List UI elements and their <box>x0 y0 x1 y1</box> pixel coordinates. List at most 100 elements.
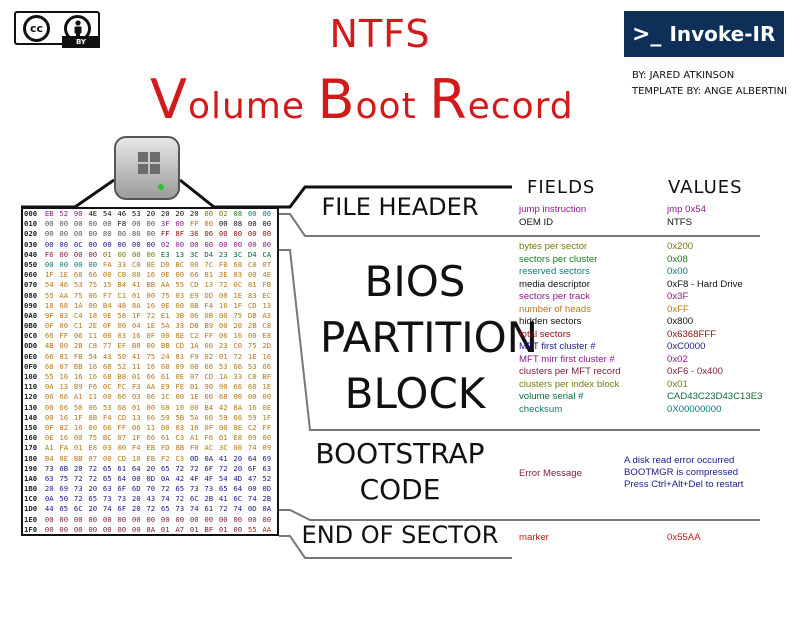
title-letter-b: B <box>317 68 356 131</box>
hex-byte: 4E <box>88 209 98 218</box>
hex-byte: 55 <box>44 372 54 381</box>
hex-byte: 6B <box>59 463 69 473</box>
hex-byte: 68 <box>233 259 243 269</box>
hex-byte: 46 <box>59 280 69 290</box>
hex-byte: 65 <box>59 504 69 514</box>
hex-byte: CA <box>262 249 272 259</box>
hex-byte: 18 <box>44 300 54 310</box>
hex-byte: 74 <box>233 504 243 514</box>
hex-byte: 90 <box>218 382 228 392</box>
hex-byte: 73 <box>204 484 214 494</box>
hex-byte: 23 <box>218 249 228 259</box>
hex-byte: 1F <box>73 412 83 422</box>
hex-byte: 72 <box>160 484 170 494</box>
hex-byte: 1A <box>218 372 228 381</box>
hex-byte: F0 <box>189 443 199 453</box>
hex-byte: 01 <box>131 290 141 300</box>
hex-byte: 07 <box>88 453 98 463</box>
hex-byte: 1F <box>233 300 243 310</box>
hex-byte: 09 <box>262 443 272 453</box>
hex-byte: 00 <box>44 239 54 249</box>
hex-byte: 00 <box>117 239 127 249</box>
hex-byte: 8A <box>146 524 156 534</box>
hex-byte: F6 <box>44 249 54 259</box>
hex-byte: 80 <box>131 229 141 239</box>
hex-byte: 16 <box>146 361 156 371</box>
hex-byte: 73 <box>73 484 83 494</box>
hex-byte: 33 <box>233 372 243 381</box>
error-line: BOOTMGR is compressed <box>624 467 739 478</box>
title-word-oot: oot <box>355 86 430 127</box>
hex-byte: 16 <box>59 412 69 422</box>
hex-byte: 66 <box>204 392 214 402</box>
hex-offset: 000 <box>24 209 38 218</box>
hex-byte: 00 <box>117 229 127 239</box>
drive-led-icon <box>158 184 164 190</box>
hex-byte: 00 <box>247 219 257 229</box>
hex-byte: 00 <box>189 239 199 249</box>
hex-byte: A1 <box>44 443 54 453</box>
hex-byte: 00 <box>204 209 214 218</box>
hex-byte: 8F <box>175 229 185 239</box>
hex-byte: 90 <box>204 382 214 392</box>
hex-byte: 66 <box>233 382 243 392</box>
hex-byte: C0 <box>233 341 243 351</box>
error-message-values: A disk read error occurred BOOTMGR is co… <box>624 455 743 491</box>
hex-byte: 8E <box>233 422 243 432</box>
hex-byte: E8 <box>88 443 98 453</box>
hex-byte: 4F <box>189 473 199 483</box>
hex-byte: 00 <box>247 392 257 402</box>
hex-byte: 00 <box>88 249 98 259</box>
field-name: total sectors <box>519 328 571 340</box>
hex-byte: E1 <box>160 310 170 320</box>
field-value: 0xC0000 <box>667 341 706 352</box>
hex-byte: 68 <box>160 361 170 371</box>
hex-byte: 00 <box>146 229 156 239</box>
hex-byte: 33 <box>117 259 127 269</box>
hex-byte: 2D <box>262 341 272 351</box>
hex-byte: BB <box>160 341 170 351</box>
hex-byte: 72 <box>88 463 98 473</box>
title-word-ecord: ecord <box>467 86 574 127</box>
hex-byte: 07 <box>189 372 199 381</box>
hex-byte: 1F <box>44 270 54 280</box>
hex-byte: 01 <box>218 433 228 443</box>
hex-byte: 01 <box>131 372 141 381</box>
hex-byte: F7 <box>102 290 112 300</box>
field-value: 0X00000000 <box>667 403 722 415</box>
field-name: sectors per cluster <box>519 253 598 265</box>
hex-byte: DB <box>189 321 199 331</box>
hex-offset: 170 <box>24 443 38 453</box>
hex-byte: 00 <box>233 239 243 249</box>
hex-byte: A1 <box>73 392 83 402</box>
hex-byte: E3 <box>160 249 170 259</box>
section-end-of-sector: END OF SECTOR <box>301 521 499 549</box>
hex-offset: 060 <box>24 270 38 280</box>
hex-byte: 16 <box>88 372 98 381</box>
hex-byte: 00 <box>189 514 199 524</box>
hex-byte: 20 <box>233 463 243 473</box>
hex-byte: 55 <box>44 290 54 300</box>
hex-byte: 72 <box>218 504 228 514</box>
hex-byte: 6C <box>189 494 199 504</box>
hex-byte: 64 <box>233 484 243 494</box>
hex-byte: 65 <box>160 463 170 473</box>
hex-byte: 00 <box>247 229 257 239</box>
hex-byte: 1A <box>189 341 199 351</box>
error-message-field: Error Message <box>519 468 582 479</box>
hex-byte: 66 <box>59 392 69 402</box>
hex-byte: 00 <box>262 239 272 249</box>
hex-byte: 00 <box>146 514 156 524</box>
hex-byte: 72 <box>146 504 156 514</box>
hex-offset: 160 <box>24 433 38 443</box>
hex-byte: 4E <box>262 270 272 280</box>
windows-logo-icon <box>138 152 160 174</box>
hex-byte: 11 <box>88 392 98 402</box>
